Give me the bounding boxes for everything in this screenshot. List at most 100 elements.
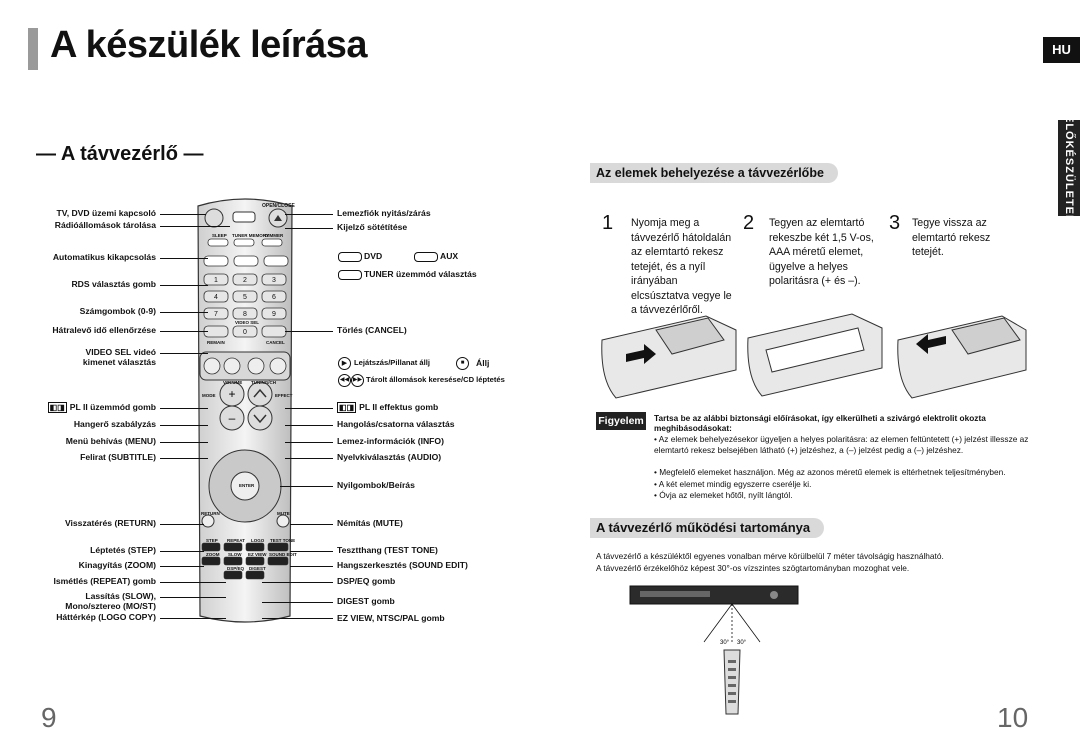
callout-sound-edit: Hangszerkesztés (SOUND EDIT) (337, 560, 468, 570)
angle-left: 30° (720, 640, 730, 646)
callout-pl2-mode: ◧◨PL II üzemmód gomb (47, 402, 156, 413)
callout-mute: Némítás (MUTE) (337, 518, 403, 528)
skip-back-icon: ◀◀ (338, 374, 351, 387)
callout-menu: Menü behívás (MENU) (65, 436, 156, 446)
key-2: 2 (243, 277, 247, 284)
callout-tuning: Hangolás/csatorna választás (337, 419, 455, 429)
callout-dvd: DVD (364, 251, 383, 261)
callout-video-sel: VIDEO SEL videó (85, 347, 156, 357)
note-item-1: • Az elemek behelyezésekor ügyeljen a he… (654, 434, 1029, 455)
ez-view-label: EZ VIEW (248, 552, 267, 557)
title-accent-bar (28, 28, 38, 70)
video-sel-label: VIDEO SEL (235, 320, 260, 325)
tuner-memory-label: TUNER MEMORY (232, 233, 269, 238)
callout-aux: AUX (440, 251, 459, 261)
stop-icon: ■ (456, 357, 469, 370)
tuning-ch-label: TUNING/CH (251, 380, 276, 385)
range-heading: A távvezérlő működési tartománya (590, 518, 825, 538)
step-2-number: 2 (743, 212, 755, 234)
key-0: 0 (243, 329, 247, 336)
svg-text:–: – (229, 411, 236, 425)
page-number-right: 10 (997, 702, 1029, 733)
mute-label: MUTE (277, 511, 290, 516)
logo-label: LOGO (251, 538, 265, 543)
callout-sleep: Automatikus kikapcsolás (52, 252, 156, 262)
play-pause-icon: ▶ (338, 357, 351, 370)
dvd-key-icon (338, 252, 362, 262)
callout-open-close: Lemezfiók nyitás/zárás (337, 208, 431, 218)
callout-test-tone: Tesztthang (TEST TONE) (337, 545, 438, 555)
cancel-label: CANCEL (266, 340, 285, 345)
slow-label: SLOW (228, 552, 242, 557)
note-item-2: • Megfelelő elemeket használjon. Még az … (654, 467, 1006, 477)
callout-cancel: Törlés (CANCEL) (337, 325, 407, 335)
callout-stop: Állj (476, 358, 490, 368)
aux-key-icon (414, 252, 438, 262)
callout-volume: Hangerő szabályzás (73, 419, 156, 429)
callout-tuner: TUNER üzemmód választás (364, 269, 477, 279)
sound-edit-label: SOUND EDIT (269, 552, 297, 557)
note-heading: Tartsa be az alábbi biztonsági előírások… (654, 413, 986, 433)
dolby-icon: ◧◨ (337, 402, 357, 413)
battery-heading: Az elemek behelyezése a távvezérlőbe (590, 163, 838, 183)
key-8: 8 (243, 311, 247, 318)
note-label: Figyelem (596, 412, 646, 430)
side-tab: ELŐKÉSZÜLETEK (1058, 115, 1080, 224)
open-close-label: OPEN/CLOSE (262, 203, 295, 209)
callout-subtitle: Felirat (SUBTITLE) (80, 452, 156, 462)
callout-remain: Hátralevő idő ellenőrzése (52, 325, 156, 335)
repeat-label: REPEAT (227, 538, 245, 543)
language-badge: HU (1043, 37, 1080, 63)
callout-arrows-enter: Nyilgombok/Beírás (337, 480, 415, 490)
test-tone-label: TEST TONE (270, 538, 296, 543)
range-line-2: A távvezérlő érzékelőhöz képest 30°-os v… (596, 563, 910, 573)
callout-mo-st: Mono/sztereo (MO/ST) (65, 601, 156, 611)
callout-return: Visszatérés (RETURN) (64, 518, 156, 528)
key-3: 3 (272, 277, 276, 284)
key-4: 4 (214, 294, 218, 301)
digest-label: DIGEST (249, 566, 266, 571)
step-2-text: Tegyen az elemtartó rekeszbe két 1,5 V-o… (769, 217, 874, 287)
key-6: 6 (272, 294, 276, 301)
skip-forward-icon: ▶▶ (351, 374, 364, 387)
note-item-4: • Óvja az elemeket hőtől, nyílt lángtól. (654, 490, 793, 500)
volume-label: VOLUME (223, 380, 243, 385)
mode-label: MODE (202, 393, 216, 398)
enter-label: ENTER (239, 483, 255, 488)
callout-tuner-memory: Rádióállomások tárolása (54, 220, 156, 230)
callout-dimmer: Kijelző sötétítése (337, 222, 408, 232)
sleep-label: SLEEP (212, 233, 227, 238)
dsp-eq-label: DSP/EQ (227, 566, 245, 571)
key-5: 5 (243, 294, 247, 301)
dolby-icon: ◧◨ (47, 402, 67, 413)
callout-play-pause: Lejátszás/Pillanat állj (354, 358, 430, 367)
callout-audio: Nyelvkiválasztás (AUDIO) (337, 452, 442, 462)
note-item-3: • A két elemet mindig egyszerre cserélje… (654, 479, 812, 489)
callout-dsp-eq: DSP/EQ gomb (337, 576, 396, 586)
callout-rds: RDS választás gomb (71, 279, 156, 289)
remain-label: REMAIN (207, 340, 225, 345)
page-number-left: 9 (41, 702, 57, 733)
range-line-1: A távvezérlő a készüléktől egyenes vonal… (596, 551, 944, 561)
key-1: 1 (214, 277, 218, 284)
dimmer-label: DIMMER (265, 233, 284, 238)
page-title: A készülék leírása (50, 24, 368, 66)
effect-label: EFFECT (275, 393, 293, 398)
callout-pl2-effect: ◧◨PL II effektus gomb (337, 402, 439, 413)
side-tab-label: ELŐKÉSZÜLETEK (1063, 115, 1075, 224)
step-3-number: 3 (889, 212, 901, 234)
battery-illustrations (601, 313, 1027, 399)
step-3-text: Tegye vissza az elemtartó rekesz tetejét… (912, 217, 991, 258)
callout-repeat: Ismétlés (REPEAT) gomb (53, 576, 156, 586)
callout-slow: Lassítás (SLOW), (85, 591, 156, 601)
callout-number-keys: Számgombok (0-9) (79, 306, 156, 316)
callout-search: Tárolt állomások keresése/CD léptetés (366, 375, 505, 384)
callout-ez-view: EZ VIEW, NTSC/PAL gomb (337, 613, 445, 623)
step-label: STEP (206, 538, 218, 543)
return-label: RETURN (201, 511, 220, 516)
callout-logo-copy: Háttérkép (LOGO COPY) (56, 612, 156, 622)
section-title: — A távvezérlő — (36, 143, 204, 165)
callout-video-sel-2: kimenet választás (82, 357, 156, 367)
callout-digest: DIGEST gomb (337, 596, 395, 606)
